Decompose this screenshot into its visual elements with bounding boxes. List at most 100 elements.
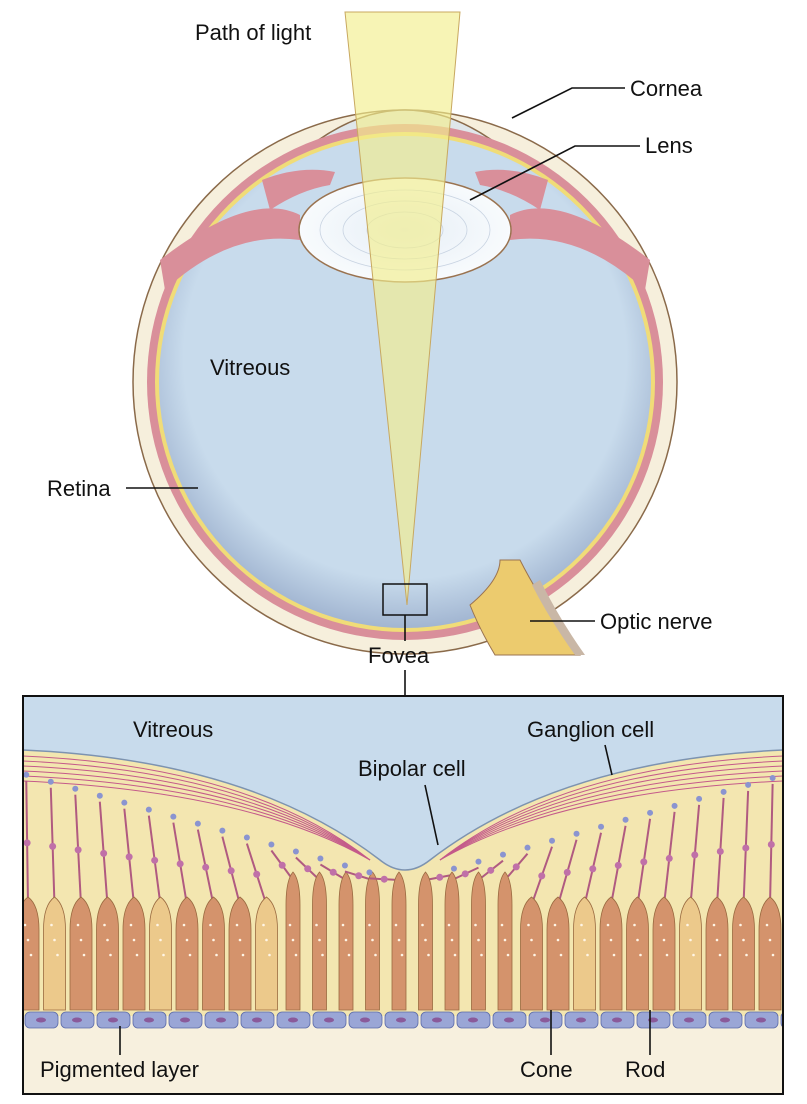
cell-granule [26, 938, 30, 942]
pigment-nucleus [684, 1017, 694, 1023]
nerve-fiber [23, 780, 371, 861]
ganglion-cell-body [450, 865, 457, 872]
bipolar-cell-body [227, 867, 235, 875]
cell-granule [291, 938, 295, 942]
pigment-nucleus [180, 1017, 190, 1023]
pigment-nucleus [756, 1017, 766, 1023]
nerve-fiber [23, 755, 371, 861]
cell-granule [739, 923, 742, 927]
ganglion-cell-body [598, 823, 605, 830]
cell-granule [692, 953, 695, 957]
pigment-nucleus [360, 1017, 370, 1023]
nerve-fiber [439, 780, 783, 861]
ganglion-cell-body [121, 799, 128, 806]
iris-left [262, 169, 335, 210]
bipolar-cell-body [23, 839, 31, 847]
ganglion-cell-body [170, 813, 177, 820]
cell-granule [553, 923, 557, 927]
rod-cell [679, 896, 702, 1011]
cone-cell [626, 896, 649, 1011]
cell-granule [29, 953, 33, 957]
cell-granule [53, 938, 56, 942]
bipolar-cell-body [589, 865, 597, 873]
bipolar-cell-body [125, 853, 133, 861]
cell-granule [76, 923, 80, 927]
ganglion-cell-body [268, 841, 275, 848]
cone-cell [228, 896, 252, 1011]
nerve-fiber [23, 775, 371, 861]
cell-granule [368, 923, 371, 927]
ganglion-cell-body [549, 837, 556, 844]
cell-granule [586, 953, 589, 957]
label-fovea: Fovea [368, 643, 430, 668]
pigment-nucleus [576, 1017, 586, 1023]
inset-frame [22, 695, 784, 1095]
cell-granule [742, 938, 745, 942]
bipolar-cell-body [691, 851, 699, 859]
cone-cell [122, 896, 146, 1011]
cone-cell [202, 896, 225, 1011]
cell-granule [156, 923, 159, 927]
label-vitreous: Vitreous [210, 355, 290, 380]
cell-granule [56, 953, 59, 957]
rod-cell [149, 896, 172, 1011]
cone-cell [546, 896, 570, 1011]
ganglion-cell-body [720, 788, 727, 795]
cell-granule [132, 938, 136, 942]
label-lens: Lens [645, 133, 693, 158]
pigment-nucleus [216, 1017, 226, 1023]
cell-granule [533, 953, 536, 957]
cell-granule [712, 923, 716, 927]
pigment-nucleus [144, 1017, 154, 1023]
cell-granule [50, 923, 53, 927]
bipolar-cell-body [253, 870, 261, 878]
bipolar-cell-body [716, 847, 724, 855]
ciliary-body-right [510, 208, 650, 290]
ganglion-cell-body [96, 792, 103, 799]
ganglion-cell-body [145, 806, 152, 813]
cell-granule [321, 953, 324, 957]
cell-granule [559, 953, 563, 957]
ganglion-cell-body [499, 851, 506, 858]
cell-granule [182, 923, 186, 927]
cell-granule [686, 923, 689, 927]
pigment-nucleus [252, 1017, 262, 1023]
cell-granule [771, 953, 775, 957]
bipolar-cell-body [614, 861, 622, 869]
cell-granule [315, 923, 318, 927]
cell-granule [424, 938, 427, 942]
inset-vitreous [23, 696, 783, 870]
ganglion-cell-body [524, 844, 531, 851]
pigment-nucleus [540, 1017, 550, 1023]
pigment-nucleus [432, 1017, 442, 1023]
ganglion-cell-body [243, 834, 250, 841]
cell-granule [129, 923, 133, 927]
cell-granule [400, 953, 404, 957]
bipolar-cell-body [512, 863, 520, 871]
pigment-nucleus [288, 1017, 298, 1023]
cell-granule [718, 953, 722, 957]
bipolar-cell-body [436, 873, 444, 881]
ciliary-body-left [160, 208, 300, 290]
cell-granule [530, 938, 533, 942]
cell-granule [662, 938, 666, 942]
bipolar-cell-body [767, 840, 775, 848]
cone-cell [599, 896, 623, 1011]
bipolar-cell-body [304, 865, 312, 873]
ganglion-cell-body [622, 816, 629, 823]
bipolar-cell-body [355, 872, 363, 880]
optic-sheath [532, 580, 585, 655]
bipolar-cell-body [100, 849, 108, 857]
cell-granule [506, 953, 510, 957]
cell-granule [265, 938, 268, 942]
ganglion-cell-body [573, 830, 580, 837]
inset-label-bipolar-cell: Bipolar cell [358, 756, 466, 781]
pigment-nucleus [36, 1017, 46, 1023]
cell-granule [188, 953, 192, 957]
bipolar-cell-body [461, 870, 469, 878]
ganglion-cell-body [72, 785, 79, 792]
cell-granule [135, 953, 139, 957]
cell-granule [768, 938, 772, 942]
cone-cell [23, 896, 40, 1011]
